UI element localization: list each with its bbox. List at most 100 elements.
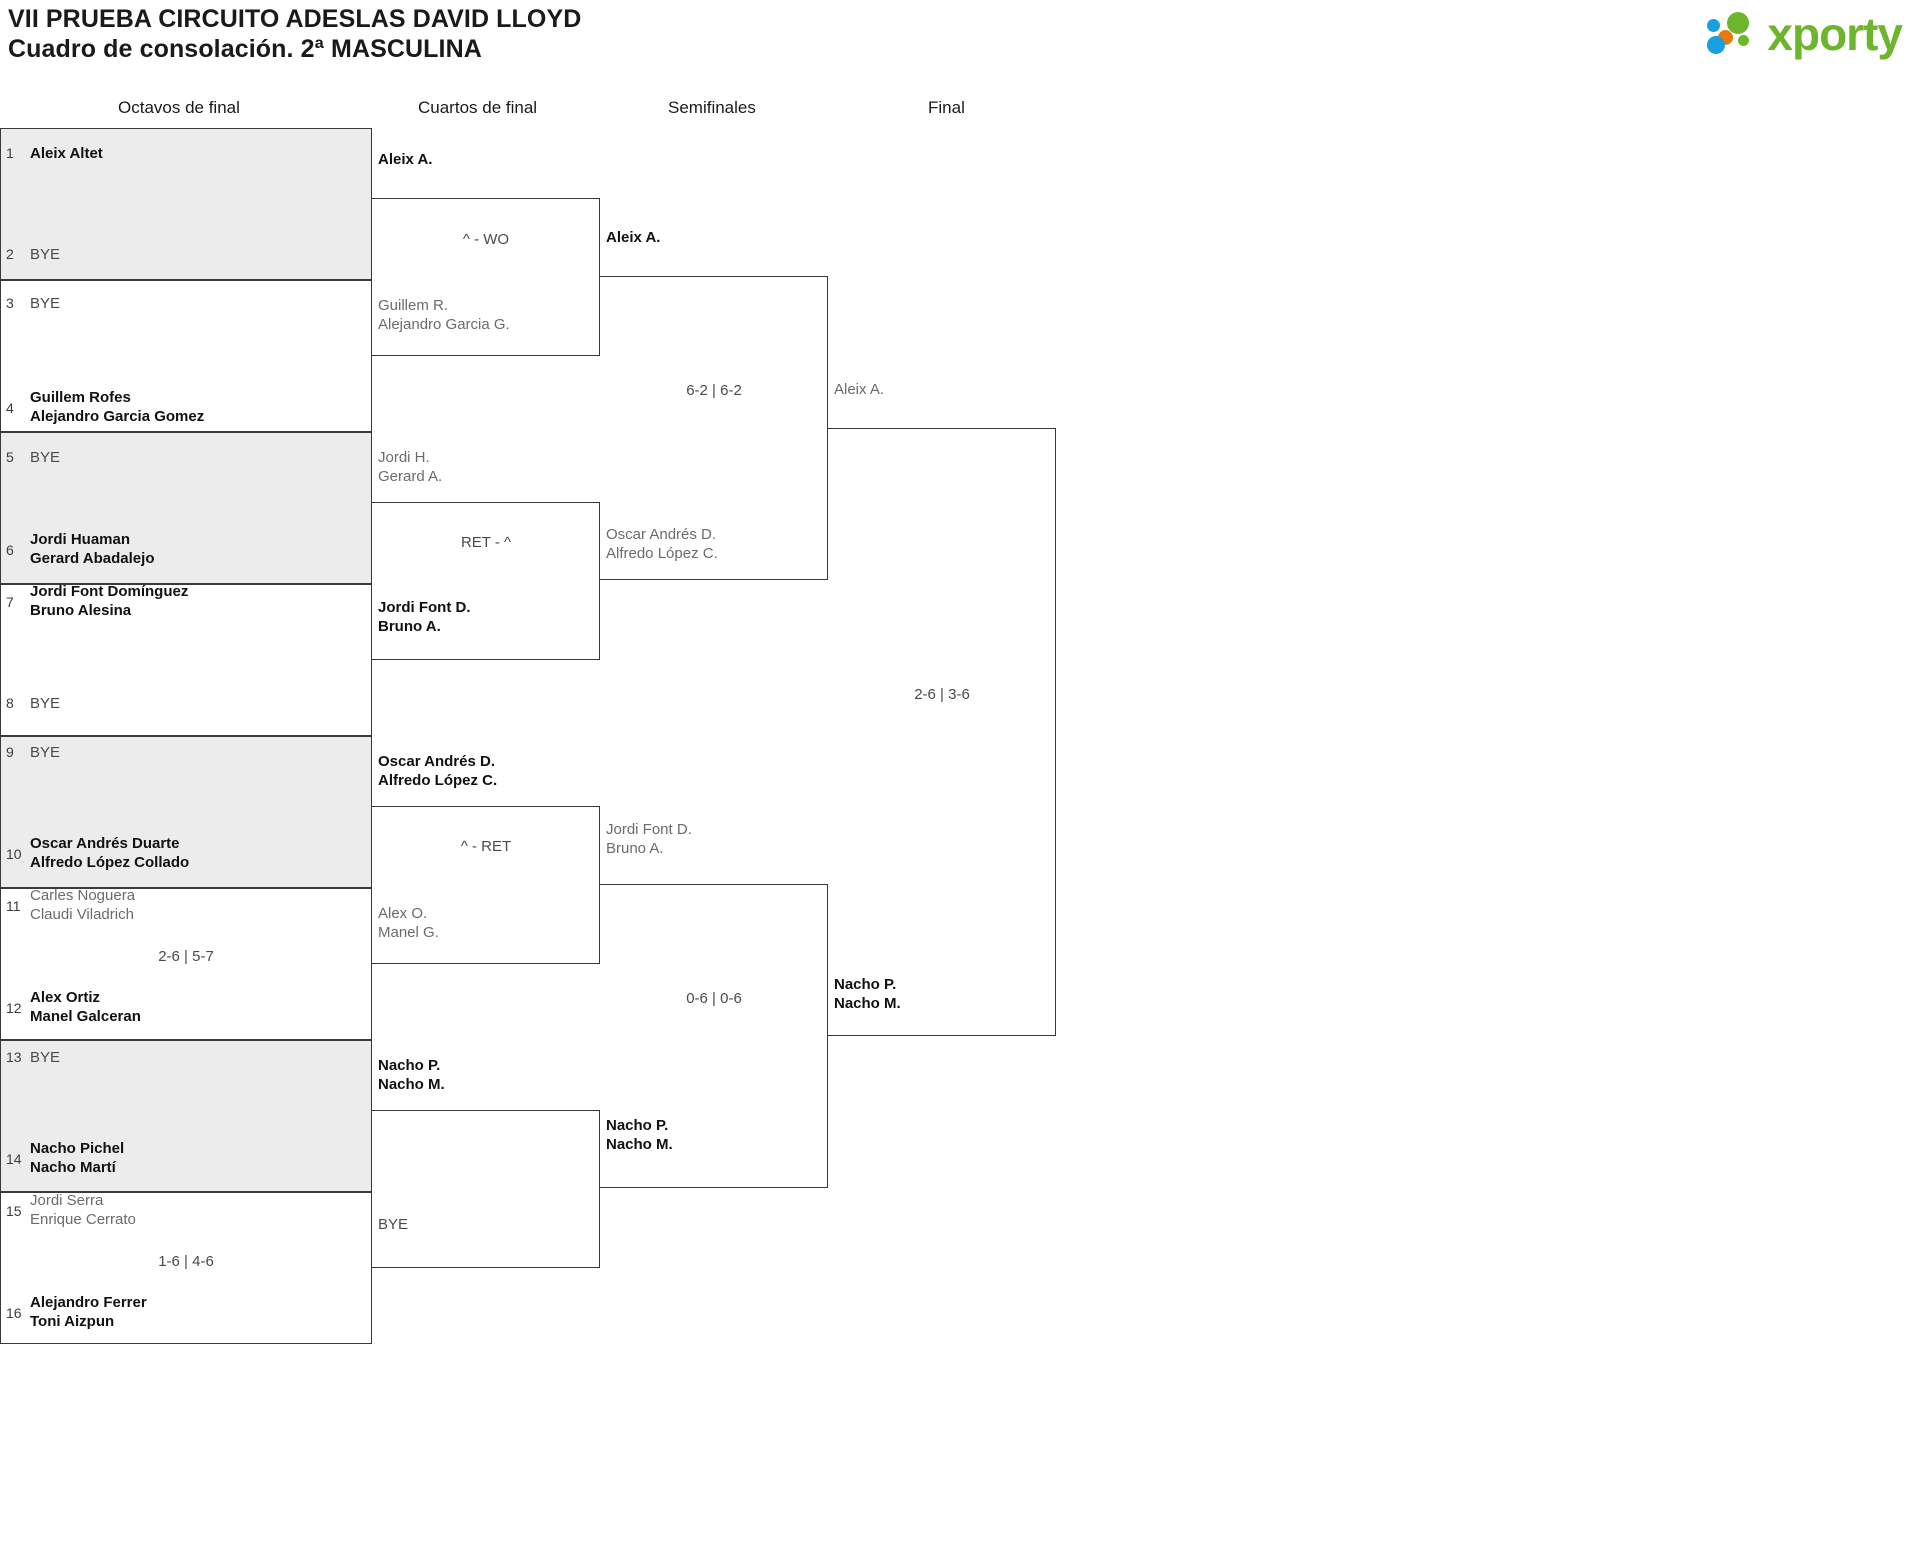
round1-match-7[interactable] — [0, 1040, 372, 1192]
seed-number: 7 — [6, 594, 14, 610]
player-entry-7b: Bruno Alesina — [30, 602, 132, 619]
seed-number: 15 — [6, 1203, 22, 1219]
seed-number: 10 — [6, 846, 22, 862]
round3-match-2-bottom-b: Nacho M. — [606, 1136, 673, 1153]
round3-match-1-box[interactable] — [600, 276, 828, 580]
round2-match-1-score: ^ - WO — [462, 231, 510, 248]
round1-match-2[interactable] — [0, 280, 372, 432]
round2-match-1-top-a: Aleix A. — [378, 151, 433, 168]
round3-match-2-box[interactable] — [600, 884, 828, 1188]
player-entry-2: BYE — [30, 246, 61, 263]
player-entry-4a: Guillem Rofes — [30, 389, 131, 406]
round1-match-4[interactable] — [0, 584, 372, 736]
logo-dot-blue-small — [1707, 19, 1721, 32]
round1-match-3[interactable] — [0, 432, 372, 584]
round1-match-1[interactable] — [0, 128, 372, 280]
seed-number: 8 — [6, 695, 14, 711]
round2-match-2-bottom-a: Jordi Font D. — [378, 599, 471, 616]
round1-match-8[interactable] — [0, 1192, 372, 1344]
seed-number: 16 — [6, 1305, 22, 1321]
round2-match-2-top-a: Jordi H. — [378, 449, 430, 466]
round2-match-2-bottom-b: Bruno A. — [378, 618, 441, 635]
player-entry-15a: Jordi Serra — [30, 1192, 104, 1209]
player-entry-12a: Alex Ortiz — [30, 989, 101, 1006]
round2-match-3-top-b: Alfredo López C. — [378, 772, 498, 789]
player-entry-7a: Jordi Font Domínguez — [30, 583, 189, 600]
player-entry-10b: Alfredo López Collado — [30, 854, 190, 871]
player-entry-11a: Carles Noguera — [30, 887, 136, 904]
round4-final-box[interactable] — [828, 428, 1056, 1036]
round3-match-2-bottom-a: Nacho P. — [606, 1117, 669, 1134]
round-heading-final: Final — [928, 98, 965, 117]
seed-number: 9 — [6, 744, 14, 760]
seed-number: 14 — [6, 1151, 22, 1167]
round3-match-2-top-a: Jordi Font D. — [606, 821, 692, 838]
player-entry-12b: Manel Galceran — [30, 1008, 141, 1025]
seed-number: 3 — [6, 295, 14, 311]
seed-number: 11 — [6, 898, 21, 914]
round4-final-bottom-b: Nacho M. — [834, 995, 901, 1012]
player-entry-14a: Nacho Pichel — [30, 1140, 125, 1157]
seed-number: 5 — [6, 449, 14, 465]
round3-match-1-score: 6-2 | 6-2 — [686, 382, 742, 399]
player-entry-9: BYE — [30, 744, 61, 761]
round3-match-1-bottom-a: Oscar Andrés D. — [606, 526, 717, 543]
round4-final-top-a: Aleix A. — [834, 381, 885, 398]
round3-match-2-score: 0-6 | 0-6 — [686, 990, 742, 1007]
xporty-logo-text: xporty — [1767, 8, 1903, 60]
page-subtitle: Cuadro de consolación. 2ª MASCULINA — [8, 35, 482, 63]
round1-score-8: 1-6 | 4-6 — [158, 1253, 214, 1270]
round2-match-4-box[interactable] — [372, 1110, 600, 1268]
player-entry-5: BYE — [30, 449, 61, 466]
round2-match-3-bottom-a: Alex O. — [378, 905, 428, 922]
player-entry-3: BYE — [30, 295, 61, 312]
xporty-logo-dots-icon — [1707, 9, 1763, 59]
player-entry-15b: Enrique Cerrato — [30, 1211, 136, 1228]
round2-match-2-box[interactable] — [372, 502, 600, 660]
round2-match-1-bottom-a: Guillem R. — [378, 297, 449, 314]
seed-number: 2 — [6, 246, 14, 262]
round3-match-2-top-b: Bruno A. — [606, 840, 664, 857]
round2-match-1-bottom-b: Alejandro Garcia G. — [378, 316, 510, 333]
logo-dot-blue-large — [1707, 36, 1726, 54]
seed-number: 4 — [6, 400, 14, 416]
round2-match-3-bottom-b: Manel G. — [378, 924, 439, 941]
round2-match-4-bottom-a: BYE — [378, 1216, 409, 1233]
round1-match-6[interactable] — [0, 888, 372, 1040]
page-header: VII PRUEBA CIRCUITO ADESLAS DAVID LLOYD … — [0, 0, 1920, 70]
round-heading-semifinales: Semifinales — [668, 98, 756, 117]
round2-match-4-top-a: Nacho P. — [378, 1057, 441, 1074]
round2-match-4-top-b: Nacho M. — [378, 1076, 445, 1093]
round2-match-3-score: ^ - RET — [460, 838, 512, 855]
round2-match-1-box[interactable] — [372, 198, 600, 356]
round2-match-2-top-b: Gerard A. — [378, 468, 443, 485]
title-block: VII PRUEBA CIRCUITO ADESLAS DAVID LLOYD … — [8, 4, 581, 64]
round4-final-score: 2-6 | 3-6 — [914, 686, 970, 703]
xporty-logo: xporty — [1707, 6, 1903, 62]
round2-match-3-box[interactable] — [372, 806, 600, 964]
player-entry-6b: Gerard Abadalejo — [30, 550, 155, 567]
round2-match-2-score: RET - ^ — [460, 534, 512, 551]
round3-match-1-bottom-b: Alfredo López C. — [606, 545, 718, 562]
round1-match-5[interactable] — [0, 736, 372, 888]
seed-number: 1 — [6, 145, 14, 161]
seed-number: 12 — [6, 1000, 22, 1016]
player-entry-11b: Claudi Viladrich — [30, 906, 134, 923]
round2-match-3-top-a: Oscar Andrés D. — [378, 753, 495, 770]
round4-final-bottom-a: Nacho P. — [834, 976, 897, 993]
player-entry-6a: Jordi Huaman — [30, 531, 131, 548]
seed-number: 13 — [6, 1049, 22, 1065]
round1-score-6: 2-6 | 5-7 — [158, 948, 214, 965]
seed-number: 6 — [6, 542, 14, 558]
round-heading-cuartos: Cuartos de final — [418, 98, 538, 117]
player-entry-16b: Toni Aizpun — [30, 1313, 115, 1330]
player-entry-4b: Alejandro Garcia Gomez — [30, 408, 205, 425]
player-entry-16a: Alejandro Ferrer — [30, 1294, 147, 1311]
logo-dot-green-large — [1727, 12, 1750, 34]
player-entry-13: BYE — [30, 1049, 61, 1066]
player-entry-8: BYE — [30, 695, 61, 712]
round-heading-octavos: Octavos de final — [118, 98, 240, 117]
logo-dot-green-small — [1738, 35, 1750, 46]
round3-match-1-top-a: Aleix A. — [606, 229, 661, 246]
